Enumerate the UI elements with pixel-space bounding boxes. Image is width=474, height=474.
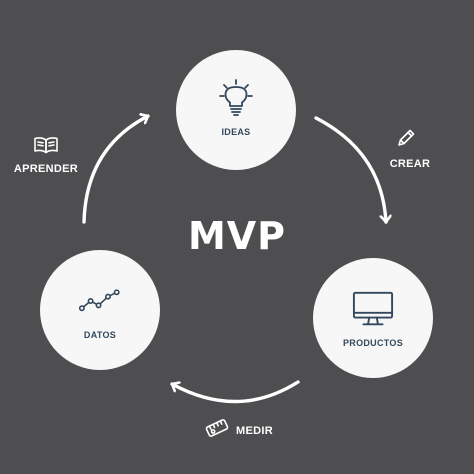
center-title: MVP [187,214,287,258]
open-book-icon [33,136,59,159]
line-chart-icon [79,280,121,322]
node-label: PRODUCTOS [342,338,404,348]
step-measure: MEDIR [204,418,273,443]
node-data: DATOS [40,250,160,370]
tape-measure-icon [204,418,230,443]
step-label: MEDIR [236,424,273,437]
step-create: CREAR [380,128,440,170]
step-label: APRENDER [13,163,79,175]
node-label: IDEAS [221,127,251,137]
node-ideas: IDEAS [176,50,296,170]
step-learn: APRENDER [10,136,82,175]
lightbulb-icon [215,77,257,119]
step-label: CREAR [389,158,431,170]
arrow-data-to-ideas [82,116,150,224]
arrow-products-to-data [170,380,300,404]
node-products: PRODUCTOS [313,258,433,378]
monitor-icon [352,288,394,330]
node-label: DATOS [83,330,117,340]
pencil-icon [396,128,416,153]
arrow-ideas-to-products [314,116,386,224]
